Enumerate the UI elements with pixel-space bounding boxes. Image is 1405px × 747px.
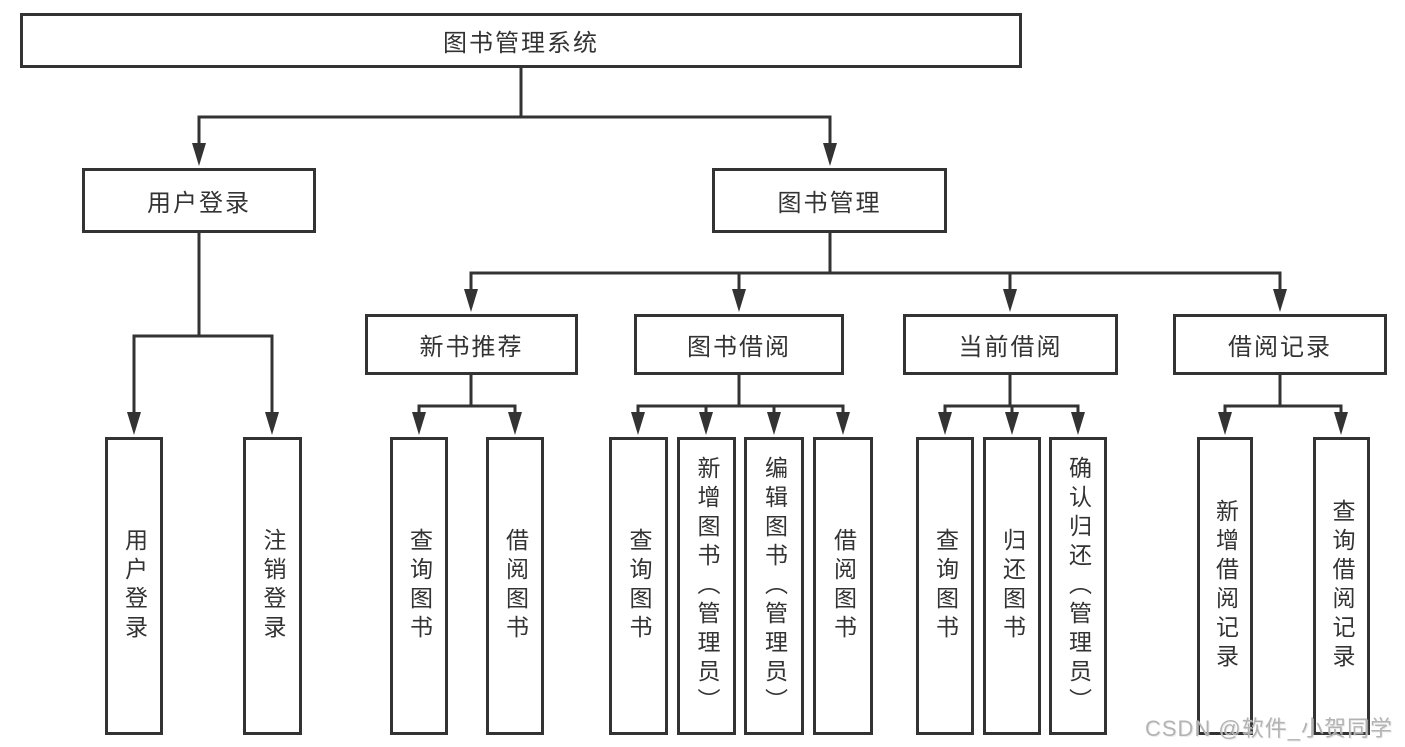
leaf-logout-login: 注销登录 xyxy=(243,437,302,735)
node-book-management: 图书管理 xyxy=(712,168,947,233)
node-current-borrowing: 当前借阅 xyxy=(903,314,1118,375)
leaf-add-books-admin: 新增图书（管理员） xyxy=(677,437,736,735)
leaf-edit-books-admin: 编辑图书（管理员） xyxy=(744,437,804,735)
node-book-borrowing: 图书借阅 xyxy=(634,314,844,375)
leaf-user-login: 用户登录 xyxy=(105,437,163,735)
leaf-confirm-return-admin: 确认归还（管理员） xyxy=(1049,437,1107,735)
leaf-borrow-books-borrowing: 借阅图书 xyxy=(813,437,873,735)
node-library-system-root: 图书管理系统 xyxy=(20,13,1022,68)
watermark-text: CSDN @软件_小贺同学 xyxy=(1144,716,1393,741)
node-user-login: 用户登录 xyxy=(82,168,316,233)
leaf-query-books-recommend: 查询图书 xyxy=(390,437,448,735)
leaf-query-books-current: 查询图书 xyxy=(916,437,974,735)
leaf-query-borrow-record: 查询借阅记录 xyxy=(1313,437,1370,735)
node-borrow-records: 借阅记录 xyxy=(1173,314,1387,375)
node-new-book-recommend: 新书推荐 xyxy=(365,314,578,375)
leaf-query-books-borrowing: 查询图书 xyxy=(609,437,668,735)
leaf-return-books: 归还图书 xyxy=(983,437,1041,735)
leaf-add-borrow-record: 新增借阅记录 xyxy=(1197,437,1253,735)
leaf-borrow-books-recommend: 借阅图书 xyxy=(486,437,544,735)
